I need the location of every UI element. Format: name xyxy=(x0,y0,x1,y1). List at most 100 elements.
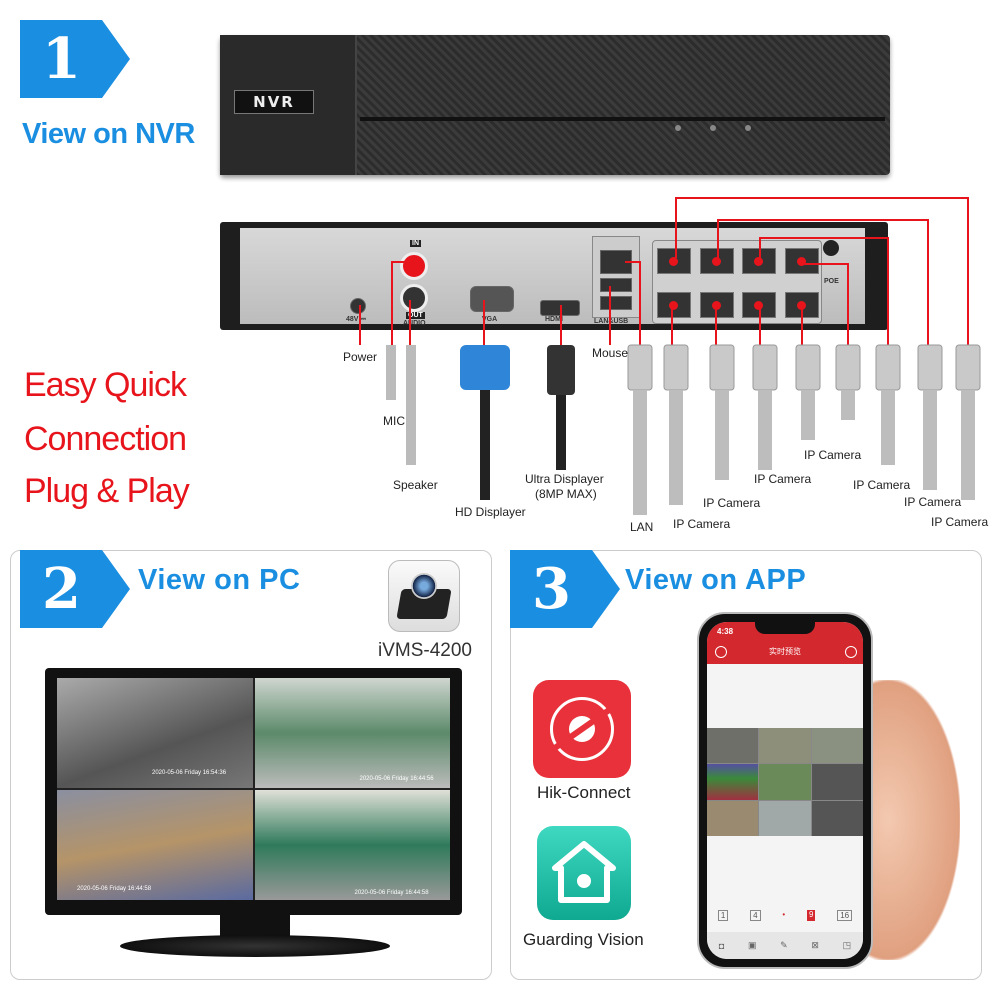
ip-camera-label: IP Camera xyxy=(673,517,731,531)
monitor-stand xyxy=(120,935,390,957)
step-number: 1 xyxy=(42,26,81,92)
layout-dot[interactable]: • xyxy=(782,910,786,919)
camera-feed xyxy=(811,728,863,764)
ultra-displayer-label: Ultra Displayer xyxy=(525,472,604,486)
rj45-plug xyxy=(835,344,861,391)
connection-line xyxy=(717,219,929,345)
network-cable xyxy=(801,390,815,440)
connection-dot xyxy=(712,257,721,266)
network-cable xyxy=(633,390,647,515)
ip-camera-label: IP Camera xyxy=(904,495,962,509)
app-camera-grid xyxy=(707,728,863,836)
nvr-label: NVR xyxy=(234,90,314,114)
ip-camera-label: IP Camera xyxy=(853,478,911,492)
led-icon xyxy=(710,125,716,131)
vga-plug xyxy=(460,345,510,390)
connection-line xyxy=(625,261,641,345)
camera-icon[interactable]: ◘ xyxy=(718,940,725,951)
connection-line xyxy=(675,197,969,345)
vga-port xyxy=(470,286,514,312)
ivms-app-icon[interactable] xyxy=(388,560,460,632)
layout-16-button[interactable]: 16 xyxy=(837,910,853,921)
fullscreen-icon[interactable]: ⊠ xyxy=(811,940,819,950)
camera-feed: 2020-05-06 Friday 16:44:58 xyxy=(57,790,253,900)
camera-feed xyxy=(759,764,811,800)
connection-dot xyxy=(754,257,763,266)
audio-in-label: IN xyxy=(410,240,421,247)
layout-9-button[interactable]: 9 xyxy=(806,910,816,921)
step-1-badge: 1 xyxy=(20,20,130,98)
led-icon xyxy=(745,125,751,131)
connection-dot xyxy=(797,257,806,266)
monitor-neck xyxy=(220,915,290,937)
tagline-line-1: Easy Quick xyxy=(24,366,187,404)
camera-feed xyxy=(811,764,863,800)
lan-label: LAN xyxy=(630,520,654,534)
rj45-plug xyxy=(917,344,943,391)
ip-camera-label: IP Camera xyxy=(804,448,862,462)
rj45-plug xyxy=(875,344,901,391)
rj45-plug xyxy=(795,344,821,391)
layout-4-button[interactable]: 4 xyxy=(750,910,761,921)
power-label: Power xyxy=(343,350,378,364)
connection-line xyxy=(759,237,889,345)
nvr-front-panel: NVR xyxy=(220,35,890,175)
hdmi-plug xyxy=(547,345,575,395)
audio-out-label: OUT xyxy=(406,312,425,319)
vga-cable xyxy=(480,390,490,500)
network-cable xyxy=(961,390,975,500)
rj45-plug xyxy=(709,344,735,391)
camera-feed: 2020-05-06 Friday 16:54:36 xyxy=(57,678,253,788)
guarding-vision-label: Guarding Vision xyxy=(523,930,644,949)
dc-label: 48V ⎓ xyxy=(346,316,366,323)
camera-grid: 2020-05-06 Friday 16:54:36 2020-05-06 Fr… xyxy=(57,678,450,900)
hik-connect-app-icon[interactable] xyxy=(533,680,631,778)
settings-icon[interactable] xyxy=(845,646,857,658)
poe-label: POE xyxy=(824,278,839,285)
camera-feed: 2020-05-06 Friday 16:44:58 xyxy=(254,790,450,900)
playback-icon[interactable]: ◳ xyxy=(842,940,852,950)
view-on-nvr-title: View on NVR xyxy=(22,118,195,150)
camera-feed xyxy=(707,800,759,836)
ip-camera-label: IP Camera xyxy=(703,496,761,510)
record-icon[interactable]: ▣ xyxy=(747,940,757,950)
camera-feed xyxy=(707,728,759,764)
guarding-vision-app-icon[interactable] xyxy=(537,826,631,920)
network-cable xyxy=(758,390,772,470)
connection-lines xyxy=(359,197,981,515)
speaker-plug xyxy=(406,345,416,465)
toolbar: ◘ ▣ ✎ ⊠ ◳ xyxy=(707,932,863,959)
hdmi-cable xyxy=(556,395,566,470)
rj45-plug xyxy=(663,344,689,391)
mic-plug xyxy=(386,345,396,400)
rj45-plug xyxy=(627,344,653,391)
view-on-app-title: View on APP xyxy=(625,564,807,596)
monitor: 2020-05-06 Friday 16:54:36 2020-05-06 Fr… xyxy=(45,668,462,915)
usb-port xyxy=(600,296,632,310)
ground-screw-icon xyxy=(823,240,839,256)
power-port xyxy=(350,298,366,314)
connection-line xyxy=(391,261,410,345)
network-cable xyxy=(923,390,937,490)
connection-dot xyxy=(669,257,678,266)
lan-port xyxy=(600,250,632,274)
mic-label: MIC xyxy=(383,414,405,428)
step-3-badge: 3 xyxy=(510,550,620,628)
connection-dot xyxy=(754,301,763,310)
status-time: 4:38 xyxy=(717,627,734,636)
tagline-line-3: Plug & Play xyxy=(24,472,190,510)
usb-port xyxy=(600,278,632,292)
hik-connect-label: Hik-Connect xyxy=(537,783,631,802)
hd-displayer-label: HD Displayer xyxy=(455,505,526,519)
rj45-plug xyxy=(752,344,778,391)
vga-label: VGA xyxy=(482,316,498,323)
ptz-icon[interactable]: ✎ xyxy=(780,940,788,950)
audio-in-port xyxy=(400,252,428,280)
connection-dot xyxy=(669,301,678,310)
screen-title: 实时预览 xyxy=(769,647,801,656)
step-number: 3 xyxy=(532,556,571,622)
layout-1-button[interactable]: 1 xyxy=(717,910,729,921)
menu-icon[interactable] xyxy=(715,646,727,658)
network-cable xyxy=(841,390,855,420)
camera-feed xyxy=(759,728,811,764)
